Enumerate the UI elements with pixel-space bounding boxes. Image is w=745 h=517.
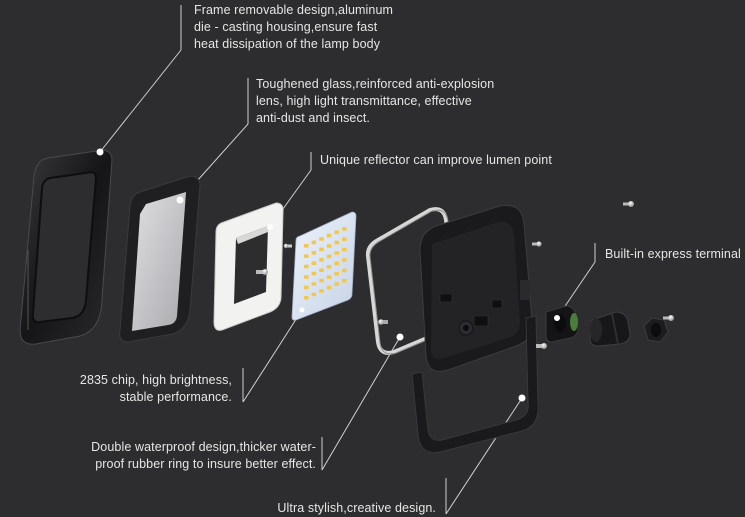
led-chip (304, 285, 309, 290)
led-chip (304, 275, 309, 279)
callout-frame: Frame removable design,aluminum die - ca… (194, 2, 393, 53)
callout-glass-line: anti-dust and insect. (256, 111, 370, 125)
led-chip (342, 227, 347, 231)
led-chip (319, 278, 324, 283)
led-chip (304, 296, 309, 300)
front-frame (19, 148, 113, 345)
led-chip (319, 237, 324, 241)
gland-nut (643, 317, 669, 343)
reflector (213, 202, 284, 331)
led-chip (334, 282, 339, 286)
callout-design-line: Ultra stylish,creative design. (277, 501, 436, 515)
led-chip (326, 265, 332, 269)
callout-frame-line: heat dissipation of the lamp body (194, 37, 381, 51)
led-chip (342, 268, 347, 273)
callout-waterproof: Double waterproof design,thicker water- … (91, 439, 316, 473)
callout-glass-line: Toughened glass,reinforced anti-explosio… (256, 77, 495, 91)
led-chip (311, 240, 317, 245)
loose-screw-right (663, 315, 674, 321)
led-chip (342, 237, 347, 241)
express-terminal (545, 305, 579, 343)
led-board (283, 211, 357, 321)
callout-terminal-line: Built-in express terminal (605, 247, 741, 261)
cable-gland (589, 311, 631, 347)
callout-chip-line: 2835 chip, high brightness, (79, 373, 232, 387)
led-chip (326, 233, 332, 238)
callout-reflector: Unique reflector can improve lumen point (320, 152, 552, 169)
led-chip (334, 272, 339, 276)
callout-waterproof-line: Double waterproof design,thicker water- (91, 440, 316, 454)
callout-glass: Toughened glass,reinforced anti-explosio… (256, 76, 494, 127)
led-chip (334, 261, 339, 266)
ring-dot (396, 333, 404, 341)
board-screw (283, 243, 292, 249)
led-chip (342, 247, 347, 252)
callout-chip: 2835 chip, high brightness, stable perfo… (80, 372, 232, 406)
bracket-screw (536, 343, 547, 349)
led-chip (319, 289, 324, 293)
led-chip (311, 251, 317, 255)
die-cast-housing (419, 204, 533, 372)
callout-waterproof-line: proof rubber ring to insure better effec… (95, 457, 316, 471)
led-chip (342, 279, 347, 283)
chip-dot (299, 307, 305, 313)
led-chip (334, 230, 339, 234)
led-chip (311, 292, 317, 297)
led-chip (319, 258, 324, 262)
led-chip (334, 251, 339, 255)
loose-screw-top-right (623, 201, 634, 207)
ring-screw (378, 319, 388, 325)
led-chip (311, 261, 317, 265)
glass-dot (176, 196, 184, 204)
led-chip (304, 264, 309, 269)
callout-chip-line: stable performance. (119, 390, 232, 404)
reflector-screw (256, 269, 268, 275)
led-chip (311, 282, 317, 286)
led-chip (326, 244, 332, 248)
leader-lines (99, 5, 596, 515)
led-chip (319, 247, 324, 252)
bracket-dot (518, 394, 526, 402)
callout-frame-line: die - casting housing,ensure fast (194, 20, 378, 34)
callout-glass-line: lens, high light transmittance, effectiv… (256, 94, 472, 108)
led-chip (319, 268, 324, 272)
led-chip (304, 244, 309, 248)
mounting-bracket (411, 280, 547, 454)
led-chip (342, 258, 347, 262)
led-chip (326, 275, 332, 279)
led-chip (311, 271, 317, 276)
led-chip-array (304, 227, 347, 300)
led-chip (326, 285, 332, 290)
frame-dot (96, 148, 104, 156)
reflector-dot (267, 224, 273, 230)
callout-frame-line: Frame removable design,aluminum (194, 3, 394, 17)
led-chip (304, 254, 309, 258)
terminal-dot (554, 315, 560, 321)
callout-terminal: Built-in express terminal (605, 246, 741, 263)
led-chip (334, 240, 339, 245)
led-chip (326, 254, 332, 259)
callout-reflector-line: Unique reflector can improve lumen point (320, 153, 552, 167)
tempered-glass (119, 175, 201, 343)
housing-screw-top (532, 241, 542, 247)
callout-design: Ultra stylish,creative design. (277, 500, 436, 517)
